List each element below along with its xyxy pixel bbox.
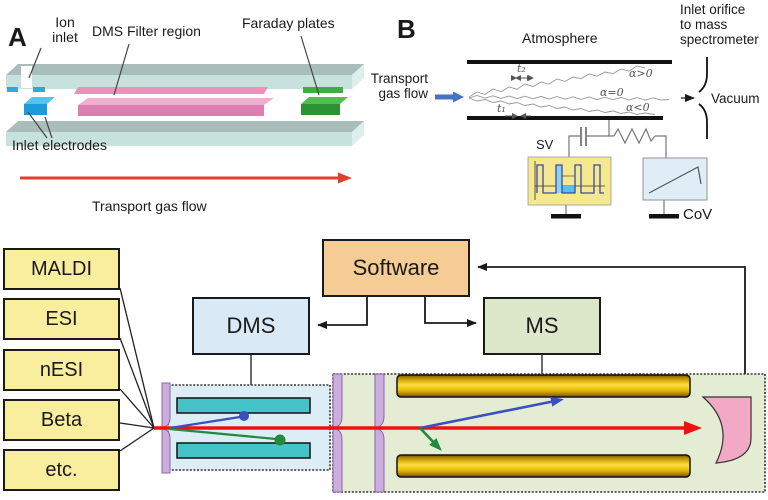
source-box-beta: Beta xyxy=(3,399,120,441)
inlet-orifice-shape xyxy=(698,57,708,139)
software-to-dms-arrow xyxy=(317,297,368,329)
label-t2: t₂ xyxy=(517,62,526,75)
ms-deflected-blue-arrow xyxy=(419,396,564,430)
label-transport-gas-flow-b: Transport gas flow xyxy=(370,71,428,101)
ion-trajectories xyxy=(468,65,670,115)
trajectory-alpha-positive xyxy=(468,65,646,98)
label-atmosphere: Atmosphere xyxy=(522,30,598,46)
system-diagram xyxy=(119,263,766,493)
rejected-ion-blue-path xyxy=(169,415,241,430)
dms-voltage-circuit xyxy=(568,120,667,158)
upper-inlet-electrode-left xyxy=(7,87,18,92)
bottom-plate-side-face xyxy=(352,121,364,146)
ion-inlet-slot xyxy=(21,66,32,88)
lower-inlet-electrode-top xyxy=(24,97,55,104)
software-box-label: Software xyxy=(352,255,440,280)
ms-deflected-green-arrow xyxy=(419,427,442,451)
lower-inlet-electrode-front xyxy=(24,104,47,115)
time-interval-arrows xyxy=(505,75,534,119)
label-cov: CoV xyxy=(683,206,713,223)
trajectory-alpha-zero xyxy=(468,95,670,101)
rejected-ion-blue-dot xyxy=(239,411,249,421)
panel-b-bottom-plate xyxy=(467,116,663,120)
sv-low-highlight xyxy=(562,186,575,193)
rejected-ion-green-dot xyxy=(274,434,286,446)
top-plate-top-face xyxy=(6,64,364,75)
panel-b-schematic xyxy=(435,57,708,219)
lower-filter-electrode-front xyxy=(78,105,264,116)
panel-a-chip-drawing xyxy=(6,35,364,184)
source-connector-lines xyxy=(119,287,155,452)
source-box-etc-label: etc. xyxy=(45,458,78,481)
label-sv: SV xyxy=(536,137,554,152)
source-box-etc: etc. xyxy=(3,449,120,491)
upper-filter-electrode xyxy=(74,87,268,94)
sv-waveform-box xyxy=(527,156,612,206)
dms-filter-electrode-top xyxy=(176,397,311,414)
cov-ramp-box xyxy=(642,157,708,201)
label-alpha-negative: α<0 xyxy=(626,101,650,114)
label-t1: t₁ xyxy=(497,102,506,115)
source-box-nesi: nESI xyxy=(3,349,120,391)
panel-b-top-plate xyxy=(467,60,672,64)
upper-inlet-electrode-right xyxy=(33,87,45,92)
label-alpha-positive: α>0 xyxy=(629,67,653,80)
ground-symbols xyxy=(551,200,679,219)
sv-waveform xyxy=(536,164,604,194)
dms-filter-electrode-bottom xyxy=(176,442,311,459)
label-vacuum: Vacuum xyxy=(711,91,760,106)
label-inlet-electrodes: Inlet electrodes xyxy=(12,137,107,153)
rejected-ion-green-path xyxy=(169,427,277,441)
source-box-nesi-label: nESI xyxy=(39,358,84,381)
detector-plate xyxy=(701,396,752,464)
label-inlet-orifice: Inlet orifice to mass spectrometer xyxy=(680,2,759,47)
top-plate-front-face xyxy=(6,75,352,89)
source-box-maldi-label: MALDI xyxy=(30,257,93,280)
panel-a-leader-lines xyxy=(27,35,320,139)
label-dms-filter-region: DMS Filter region xyxy=(92,23,201,39)
lower-filter-electrode-top xyxy=(78,98,274,105)
quadrupole-rod-bottom xyxy=(396,454,691,478)
bottom-plate-front-face xyxy=(6,132,352,146)
ms-box: MS xyxy=(483,297,601,355)
ms-box-label: MS xyxy=(525,313,559,338)
dms-box: DMS xyxy=(192,297,310,355)
panel-a-letter: A xyxy=(8,22,27,52)
trajectory-alpha-negative xyxy=(468,97,656,115)
upper-faraday-plate xyxy=(303,87,343,93)
software-box: Software xyxy=(322,239,470,297)
cov-ramp xyxy=(648,166,702,194)
source-box-esi-label: ESI xyxy=(45,307,78,330)
lower-faraday-plate-top xyxy=(301,97,348,104)
panel-b-letter: B xyxy=(397,14,416,44)
software-to-ms-arrow xyxy=(424,297,477,327)
label-faraday-plates: Faraday plates xyxy=(242,15,335,31)
source-box-esi: ESI xyxy=(3,298,120,340)
bottom-plate-top-face xyxy=(6,121,364,132)
quadrupole-rod-top xyxy=(396,374,691,398)
detector-to-software-arrow xyxy=(477,263,746,374)
source-box-maldi: MALDI xyxy=(3,248,120,290)
top-plate-side-face xyxy=(352,64,364,89)
resistor-zigzag xyxy=(613,127,656,145)
label-ion-inlet: Ion inlet xyxy=(52,14,78,45)
source-box-beta-label: Beta xyxy=(40,408,83,431)
dms-box-label: DMS xyxy=(226,313,276,338)
flowchart-connectors xyxy=(250,263,746,385)
sv-pulse-highlight xyxy=(556,165,562,193)
lower-faraday-plate-front xyxy=(301,104,340,115)
label-alpha-zero: α=0 xyxy=(600,86,624,99)
label-transport-gas-flow-a: Transport gas flow xyxy=(92,198,207,214)
